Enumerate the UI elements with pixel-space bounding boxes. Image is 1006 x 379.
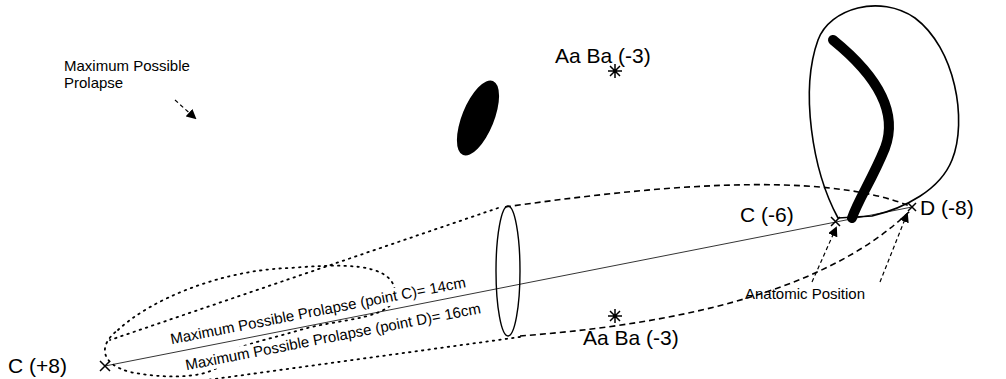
pointer-arrow (175, 100, 195, 118)
annotation-text: Maximum Possible Prolapse (64, 58, 214, 91)
introitus (496, 206, 520, 336)
pubic-bone (448, 75, 508, 161)
pointer-arrow (880, 214, 907, 282)
uterus-outline (809, 6, 958, 218)
point-markers (100, 64, 916, 371)
axis-line (105, 207, 912, 366)
point-label: Aa Ba (-3) (555, 44, 651, 67)
uterine-cavity (833, 40, 889, 218)
point-label: Aa Ba (-3) (583, 326, 679, 349)
pointer-arrow (812, 228, 836, 282)
point-label: C (+8) (8, 354, 67, 377)
annotation-text: Anatomic Position (745, 286, 865, 303)
point-label: C (-6) (738, 203, 796, 226)
point-label: D (-8) (920, 196, 974, 219)
vaginal-wall-anterior (505, 185, 912, 207)
